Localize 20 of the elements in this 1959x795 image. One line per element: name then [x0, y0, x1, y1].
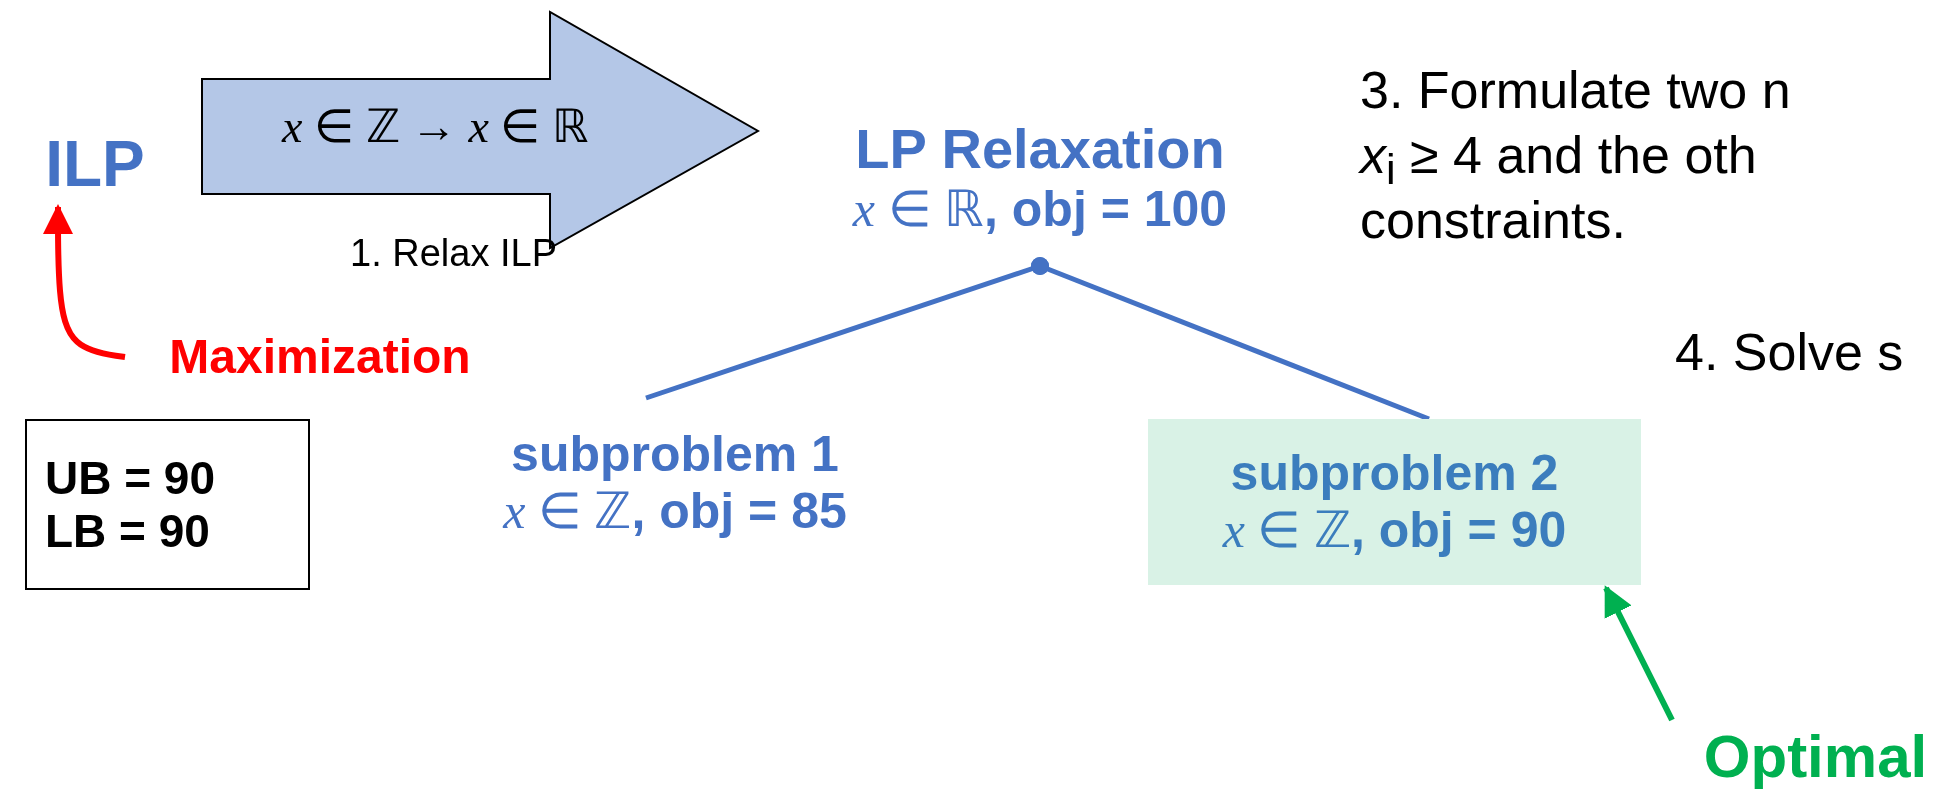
node-title: subproblem 1: [511, 425, 839, 483]
bound-text: UB = 90: [44, 451, 216, 505]
bound-box: [25, 419, 310, 590]
instruction-text: 3. Formulate two n: [1360, 60, 1791, 120]
formula-text: x ∈ ℝ, obj = 100: [852, 181, 1228, 239]
formula-text: x ∈ ℤ, obj = 85: [503, 483, 847, 541]
annotation-text: Optimal: [1703, 722, 1928, 791]
instruction-text: 4. Solve s: [1675, 322, 1904, 382]
tree-branch-line: [1031, 257, 1430, 422]
step-caption: 1. Relax ILP: [350, 232, 557, 275]
formula-text: x ∈ ℤ → x ∈ ℝ: [282, 101, 588, 154]
node-title: LP Relaxation: [855, 117, 1225, 182]
node-title: ILP: [45, 128, 145, 202]
formula-text: x ∈ ℤ, obj = 90: [1222, 502, 1567, 560]
highlight-box: [1148, 419, 1641, 585]
bound-text: LB = 90: [44, 504, 210, 558]
arrow: [43, 204, 126, 360]
arrow: [1603, 585, 1675, 722]
annotation-text: Maximization: [169, 329, 471, 385]
node-title: subproblem 2: [1230, 444, 1559, 502]
